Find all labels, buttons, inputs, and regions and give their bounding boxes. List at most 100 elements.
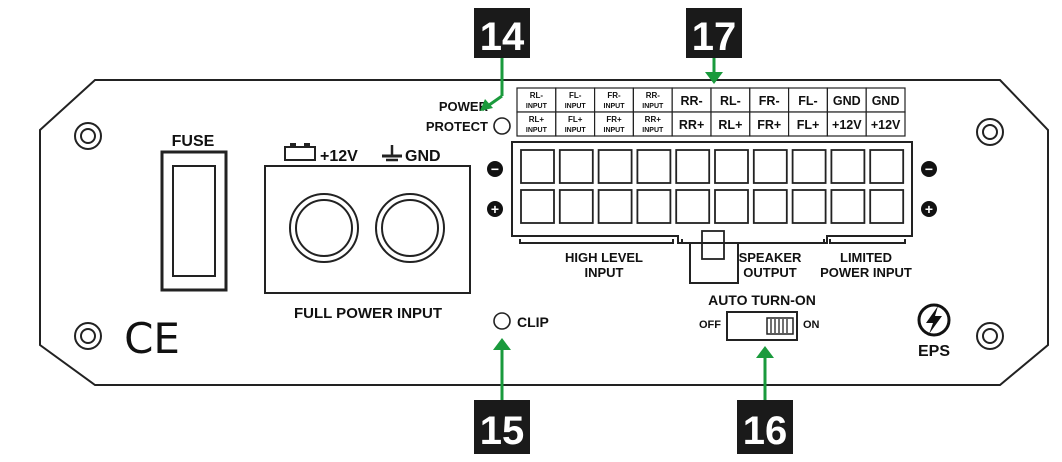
svg-text:+: + (925, 201, 933, 217)
connector-pin (520, 149, 555, 184)
terminal-label-text: +12V (871, 118, 901, 132)
terminal-label-subtext: INPUT (565, 103, 587, 110)
terminal-label-cell: FL+ INPUT (555, 111, 596, 137)
terminal-label-cell: RR+ (671, 111, 712, 137)
terminal-label-cell: RR- (671, 87, 712, 113)
limited-power-input-label-line1: LIMITED (840, 250, 892, 265)
connector-pin (597, 149, 633, 184)
fuse-slot (172, 165, 216, 277)
svg-text:17: 17 (692, 15, 737, 59)
callout-arrow-14 (480, 56, 504, 112)
terminal-label-text: FL- (569, 91, 582, 100)
terminal-label-text: FL+ (568, 115, 583, 124)
callout-17: 16 (737, 400, 793, 454)
terminal-label-text: RR+ (679, 118, 704, 132)
terminal-label-cell: GND (865, 87, 906, 113)
connector-pin (714, 149, 749, 184)
terminal-label-text: RR+ (645, 115, 662, 124)
plus-icon: + (921, 201, 937, 217)
terminal-label-text: RL+ (718, 118, 742, 132)
connector-pin (830, 149, 866, 184)
callout-14: 14 (474, 8, 530, 59)
clip-label: CLIP (517, 314, 549, 330)
connector-pin (791, 189, 827, 224)
plus12v-terminal[interactable] (289, 193, 359, 263)
svg-text:14: 14 (480, 15, 525, 59)
auto-turn-on-label: AUTO TURN-ON (708, 292, 816, 308)
terminal-label-text: RR- (680, 94, 702, 108)
connector-pin (752, 149, 788, 184)
terminal-label-subtext: INPUT (526, 127, 548, 134)
switch-knob[interactable] (766, 317, 794, 335)
terminal-label-cell: FR+ (749, 111, 790, 137)
plus-icon: + (487, 201, 503, 217)
terminal-label-text: GND (833, 94, 861, 108)
terminal-label-cell: RL+ INPUT (516, 111, 557, 137)
terminal-label-cell: GND (826, 87, 867, 113)
connector-pin (636, 189, 672, 224)
ce-mark: CE (124, 314, 180, 363)
connector-pin (714, 189, 749, 224)
minus-icon: − (921, 161, 937, 177)
eps-label: EPS (918, 343, 950, 360)
terminal-label-cell: FR- INPUT (593, 87, 634, 113)
screw-icon (74, 322, 102, 350)
connector-pin (869, 189, 905, 224)
speaker-output-label-line2: OUTPUT (743, 265, 797, 280)
power-label: POWER (439, 99, 489, 114)
gnd-label: GND (405, 148, 441, 165)
terminal-label-text: FR+ (606, 115, 622, 124)
connector-pin (636, 149, 672, 184)
connector-latch (701, 230, 725, 260)
terminal-label-text: RL+ (529, 115, 545, 124)
high-level-input-label-line2: INPUT (585, 265, 624, 280)
terminal-label-cell: RR- INPUT (632, 87, 673, 113)
terminal-label-cell: FL- (787, 87, 828, 113)
ground-icon (382, 145, 402, 162)
terminal-label-text: RR- (646, 91, 661, 100)
protect-label: PROTECT (426, 119, 488, 134)
terminal-label-subtext: INPUT (604, 103, 626, 110)
battery-icon (284, 143, 316, 161)
full-power-input-label: FULL POWER INPUT (294, 305, 442, 322)
svg-text:−: − (925, 161, 933, 177)
terminal-label-subtext: INPUT (604, 127, 626, 134)
terminal-label-text: FR- (759, 94, 780, 108)
limited-power-input-label-line2: POWER INPUT (820, 265, 912, 280)
terminal-label-cell: FR+ INPUT (593, 111, 634, 137)
callout-arrow-16 (705, 56, 723, 84)
group-brackets (519, 239, 906, 244)
speaker-output-label-line1: SPEAKER (739, 250, 802, 265)
terminal-label-cell: FL+ (787, 111, 828, 137)
terminal-label-text: FL- (798, 94, 817, 108)
terminal-label-text: RL- (720, 94, 741, 108)
connector-pin (830, 189, 866, 224)
connector-pin (675, 149, 711, 184)
callout-15: 15 (474, 400, 530, 454)
callout-arrow-17 (756, 346, 774, 402)
screw-icon (976, 118, 1004, 146)
connector-pin (791, 149, 827, 184)
terminal-label-cell: RL+ (710, 111, 751, 137)
clip-led (493, 312, 511, 330)
svg-text:−: − (491, 161, 499, 177)
terminal-label-text: FR- (607, 91, 621, 100)
fuse-label: FUSE (172, 133, 215, 150)
terminal-label-cell: FL- INPUT (555, 87, 596, 113)
terminal-label-text: FR+ (757, 118, 781, 132)
gnd-terminal[interactable] (375, 193, 445, 263)
terminal-label-cell: +12V (865, 111, 906, 137)
terminal-label-cell: RR+INPUT (632, 111, 673, 137)
terminal-label-text: +12V (832, 118, 862, 132)
svg-text:16: 16 (743, 409, 788, 453)
terminal-label-cell: RL- (710, 87, 751, 113)
connector-pin (558, 189, 594, 224)
eps-lightning-icon (917, 303, 951, 337)
connector-pin-grid (520, 149, 905, 224)
terminal-label-cell: +12V (826, 111, 867, 137)
terminal-label-subtext: INPUT (565, 127, 587, 134)
connector-pin (558, 149, 594, 184)
terminal-label-text: RL- (530, 91, 544, 100)
terminal-label-subtext: INPUT (642, 103, 664, 110)
